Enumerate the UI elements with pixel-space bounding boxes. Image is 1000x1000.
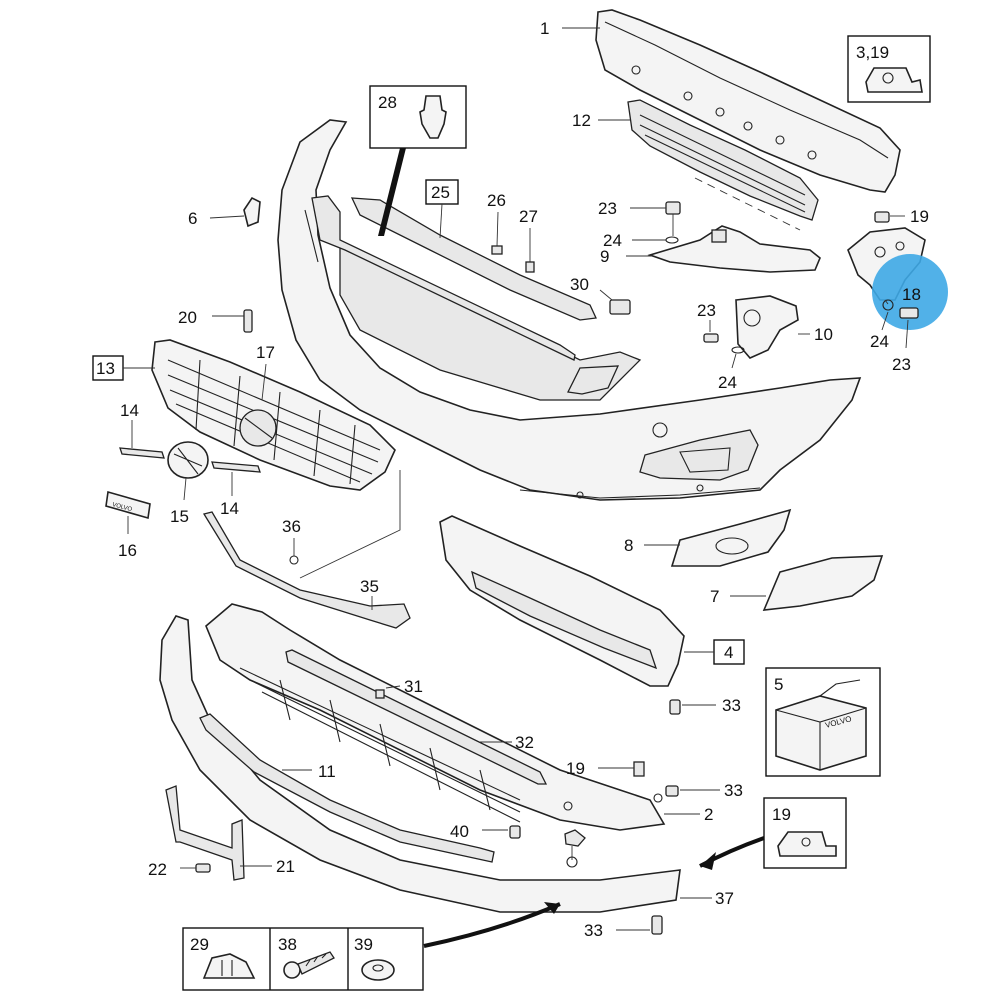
- part-9-side-bracket: [647, 225, 821, 273]
- callout-19-box: 19: [772, 805, 791, 824]
- callout-23-top: 23: [598, 199, 617, 218]
- callout-6: 6: [188, 209, 197, 228]
- package-icon: [775, 695, 867, 771]
- badge-text: VOLVO: [111, 502, 132, 513]
- part-12-upper-grille: [627, 99, 819, 221]
- callout-14-right: 14: [220, 499, 239, 518]
- callout-17: 17: [256, 343, 275, 362]
- part-16-badge: VOLVO: [105, 490, 151, 520]
- callout-20: 20: [178, 308, 197, 327]
- part-14-strip-left: [119, 447, 165, 459]
- callout-19-bracket: 19: [910, 207, 929, 226]
- callout-25: 25: [431, 183, 450, 202]
- callout-36: 36: [282, 517, 301, 536]
- part-32-strip: [285, 649, 548, 785]
- callout-22: 22: [148, 860, 167, 879]
- part-35-strip: [202, 511, 411, 629]
- callout-8: 8: [624, 536, 633, 555]
- part-10-bracket: [735, 295, 799, 359]
- callout-26: 26: [487, 191, 506, 210]
- callout-33-a: 33: [722, 696, 741, 715]
- callout-7: 7: [710, 587, 719, 606]
- callout-19-lower: 19: [566, 759, 585, 778]
- callout-23-mid: 23: [697, 301, 716, 320]
- callout-15: 15: [170, 507, 189, 526]
- callout-37: 37: [715, 889, 734, 908]
- callout-32: 32: [515, 733, 534, 752]
- callout-3-19: 3,19: [856, 43, 889, 62]
- part-7-fog-cover: [762, 555, 884, 611]
- callout-1: 1: [540, 19, 549, 38]
- callout-18: 18: [902, 285, 921, 304]
- clip-nut-icon-2: [777, 831, 837, 857]
- callout-4: 4: [724, 643, 733, 662]
- callout-39: 39: [354, 935, 373, 954]
- callout-33-c: 33: [584, 921, 603, 940]
- callout-38: 38: [278, 935, 297, 954]
- washer-icon-39: [361, 959, 395, 981]
- clip-nut-icon: [865, 67, 923, 93]
- part-14-strip-right: [211, 461, 261, 473]
- part-21-bracket: [165, 785, 245, 881]
- callout-5: 5: [774, 675, 783, 694]
- callout-24-right: 24: [870, 332, 889, 351]
- part-37-lower-spoiler: [159, 615, 681, 913]
- push-clip-icon: [419, 95, 447, 139]
- callout-24-top: 24: [603, 231, 622, 250]
- screw-icon-38: [283, 951, 335, 979]
- callout-24-mid: 24: [718, 373, 737, 392]
- callout-10: 10: [814, 325, 833, 344]
- callout-28: 28: [378, 93, 397, 112]
- part-8-fog-trim: [670, 508, 792, 567]
- callout-33-b: 33: [724, 781, 743, 800]
- callout-12: 12: [572, 111, 591, 130]
- callout-14-left: 14: [120, 401, 139, 420]
- callout-30: 30: [570, 275, 589, 294]
- highlight-circle-18: [872, 254, 948, 330]
- part-4-lower-frame: [439, 515, 685, 687]
- box-28: [369, 85, 467, 149]
- callout-23-right: 23: [892, 355, 911, 374]
- part-20-plug: [243, 309, 253, 333]
- box-25: [425, 179, 459, 205]
- bumper-upper-edge: [311, 195, 576, 361]
- box-13: [92, 355, 124, 381]
- clip-icon-29: [202, 953, 256, 979]
- callout-9: 9: [600, 247, 609, 266]
- callout-40: 40: [450, 822, 469, 841]
- callout-35: 35: [360, 577, 379, 596]
- callout-21: 21: [276, 857, 295, 876]
- callout-11: 11: [318, 762, 336, 781]
- callout-13: 13: [96, 359, 115, 378]
- part-1-upper-beam: [595, 9, 901, 193]
- part-6-cap: [243, 196, 261, 228]
- part-25-upper-trim: [350, 197, 597, 321]
- callout-16: 16: [118, 541, 137, 560]
- callout-2: 2: [704, 805, 713, 824]
- callout-29: 29: [190, 935, 209, 954]
- part-2-lower-grille: [205, 603, 666, 831]
- callout-27: 27: [519, 207, 538, 226]
- part-17-grille: [151, 339, 396, 491]
- callout-31: 31: [404, 677, 423, 696]
